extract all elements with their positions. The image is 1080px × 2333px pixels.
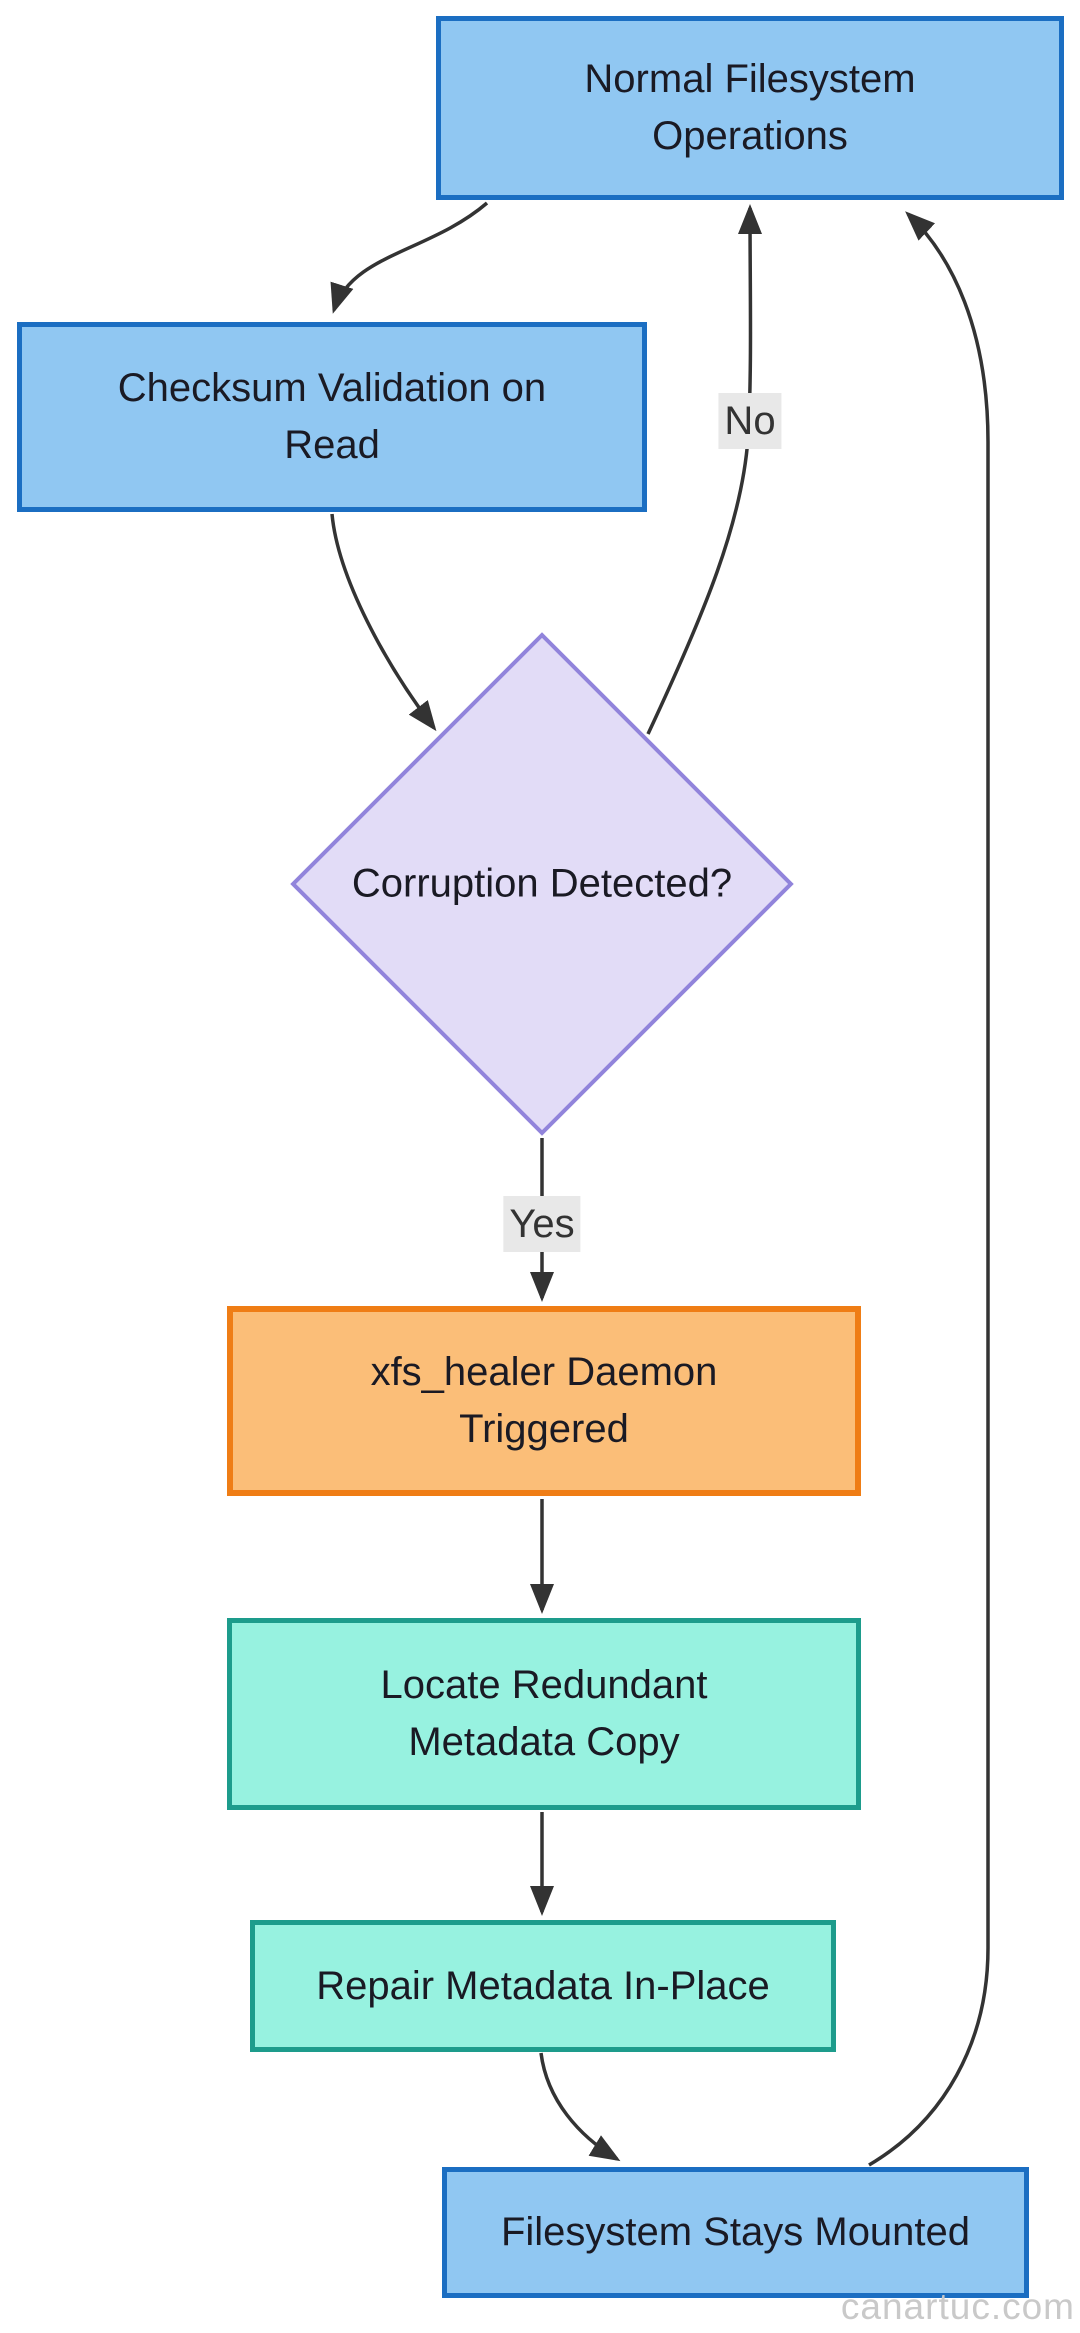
node-filesystem-stays-mounted: Filesystem Stays Mounted <box>442 2167 1029 2298</box>
edge-label-no: No <box>718 393 782 449</box>
edge-repair-to-mounted <box>539 2052 621 2162</box>
node-label-line: Normal Filesystem <box>584 57 916 101</box>
node-label-line: Triggered <box>459 1407 629 1451</box>
node-locate-redundant-metadata: Locate Redundant Metadata Copy <box>227 1618 861 1810</box>
edge-normal-to-checksum <box>330 201 489 314</box>
node-normal-filesystem-operations: Normal Filesystem Operations <box>436 16 1064 200</box>
node-label-line: Metadata Copy <box>408 1720 680 1764</box>
edge-mounted-to-normal <box>868 211 990 2167</box>
edge-label-yes: Yes <box>503 1196 581 1252</box>
node-repair-metadata-in-place: Repair Metadata In-Place <box>250 1920 836 2052</box>
node-label-line: Read <box>284 423 380 467</box>
node-label-line: Repair Metadata In-Place <box>316 1963 770 2008</box>
watermark: canartuc.com <box>840 2286 1075 2327</box>
node-label-line: xfs_healer Daemon <box>370 1350 718 1394</box>
node-label-line: Checksum Validation on <box>117 366 547 410</box>
edge-checksum-to-decision <box>330 513 437 732</box>
node-corruption-decision: Corruption Detected? <box>290 632 794 1136</box>
node-checksum-validation: Checksum Validation on Read <box>17 322 647 512</box>
node-label-line: Corruption Detected? <box>351 861 733 906</box>
edge-decision-no-to-normal <box>646 204 763 735</box>
node-label-line: Filesystem Stays Mounted <box>500 2210 971 2254</box>
node-xfs-healer-daemon: xfs_healer Daemon Triggered <box>227 1306 861 1496</box>
node-label-line: Operations <box>652 114 848 158</box>
node-label-line: Locate Redundant <box>380 1663 708 1707</box>
